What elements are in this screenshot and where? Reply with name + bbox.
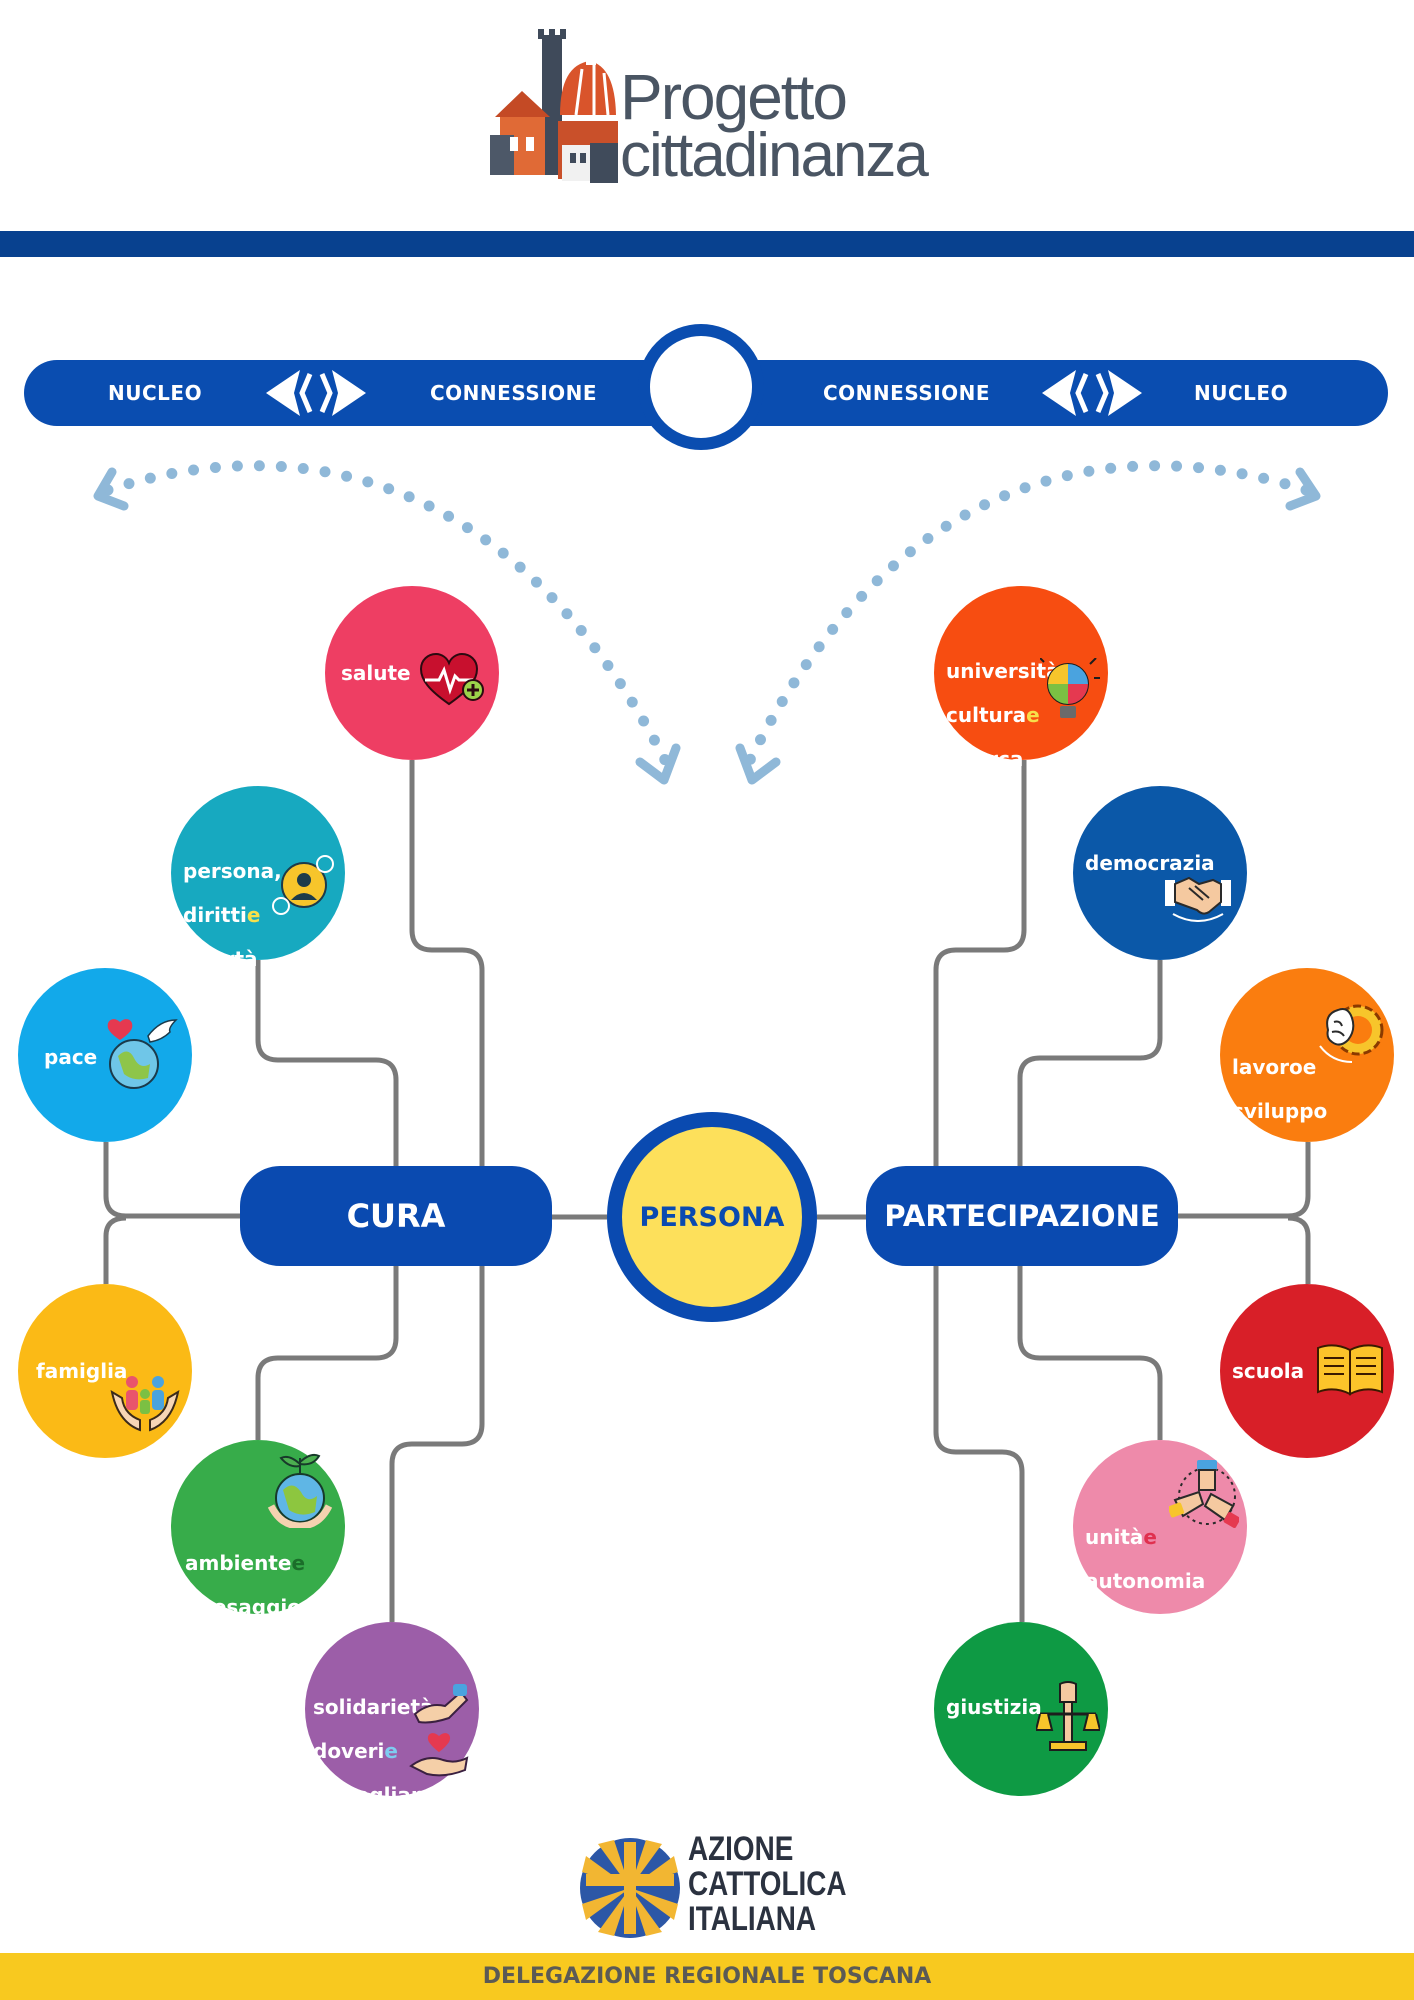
topic-unita-line1: unità (1085, 1525, 1144, 1549)
topic-democrazia-label: democrazia (1085, 851, 1215, 875)
topic-pace: pace (18, 968, 192, 1142)
line-giustizia (933, 1266, 1025, 1622)
arrow-head-right-bottom (735, 743, 781, 785)
topic-solidarieta-line1: solidarietà, (313, 1695, 442, 1719)
hub-partecipazione: PARTECIPAZIONE (866, 1166, 1178, 1266)
giving-hands-icon (409, 1684, 469, 1777)
topic-salute-label: salute (341, 661, 411, 685)
florence-skyline-icon (490, 29, 618, 183)
scales-fist-icon (1036, 1681, 1100, 1751)
topic-unita-line2: autonomia (1085, 1569, 1206, 1593)
topic-lavoro-line1: lavoro (1232, 1055, 1303, 1079)
dotted-arrow-right (744, 460, 1312, 766)
center-persona: PERSONA (607, 1112, 817, 1322)
hub-cura: CURA (240, 1166, 552, 1266)
topic-persona-diritti-liberta: persona, dirittie libertà (171, 786, 345, 970)
line-persona-diritti (255, 960, 399, 1166)
line-scuola (1287, 1215, 1311, 1284)
logo-word-cittadinanza: cittadinanza (620, 121, 929, 190)
topic-giustizia-label: giustizia (946, 1695, 1042, 1719)
globe-dove-icon (107, 1019, 178, 1089)
line-democrazia (1017, 960, 1163, 1166)
conjunction-e: e (1143, 1525, 1157, 1549)
aci-sunburst-cross-icon (580, 1838, 680, 1938)
conjunction-e: e (384, 1739, 398, 1763)
azione-cattolica-logo: AZIONE CATTOLICA ITALIANA (578, 1832, 848, 1942)
logo-word-progetto: Progetto (620, 61, 848, 133)
line-famiglia (103, 1215, 127, 1284)
topic-lavoro-sviluppo: lavoroe sviluppo (1220, 968, 1394, 1142)
topic-famiglia: famiglia (18, 1284, 192, 1458)
topic-unita-autonomia: unitàe autonomia (1073, 1440, 1247, 1614)
open-book-icon (1317, 1344, 1383, 1396)
topic-famiglia-label: famiglia (36, 1359, 128, 1383)
conjunction-e: e (1026, 703, 1040, 727)
aci-wordmark: AZIONE CATTOLICA ITALIANA (688, 1830, 847, 1938)
footer-delegation-text: DELEGAZIONE REGIONALE TOSCANA (482, 1964, 932, 1989)
topic-solidarieta-line3: uguaglianza (313, 1783, 451, 1807)
topic-scuola-label: scuola (1232, 1359, 1305, 1383)
topic-pace-label: pace (44, 1045, 98, 1069)
double-chevron-icon-right (1042, 370, 1142, 416)
brain-gear-icon (1319, 1004, 1384, 1063)
topic-ambiente-line2: paesaggio (185, 1595, 302, 1619)
nav-label-nucleo-right: NUCLEO (1194, 381, 1289, 405)
topic-ambiente-line1: ambiente (185, 1551, 292, 1575)
line-pace (103, 1142, 240, 1219)
handshake-icon (1165, 876, 1231, 922)
earth-plant-icon (267, 1453, 333, 1528)
topic-universita-cultura-ricerca: università, culturae ricerca (934, 586, 1108, 770)
topic-giustizia: giustizia (934, 1622, 1108, 1796)
topic-solidarieta-doveri-uguaglianza: solidarietà, doverie uguaglianza (305, 1622, 479, 1806)
nav-label-connessione-left: CONNESSIONE (430, 381, 598, 405)
progetto-cittadinanza-logo: Progetto cittadinanza (490, 25, 930, 205)
topic-persona-line3: libertà (183, 947, 258, 971)
nav-label-nucleo-left: NUCLEO (108, 381, 203, 405)
line-universita (933, 760, 1027, 1166)
header-divider-band (0, 231, 1414, 257)
conjunction-e: e (291, 1551, 306, 1575)
arrow-head-right-top (1285, 467, 1321, 511)
topic-persona-line2: diritti (183, 903, 247, 927)
topic-universita-line1: università, (946, 659, 1068, 683)
topic-lavoro-line2: sviluppo (1232, 1099, 1328, 1123)
puzzle-bulb-icon (1040, 658, 1100, 718)
arrow-head-left-top (93, 467, 129, 511)
topic-solidarieta-line2: doveri (313, 1739, 385, 1763)
topic-universita-line2: cultura (946, 703, 1027, 727)
topic-persona-line1: persona, (183, 859, 282, 883)
line-solidarieta (389, 1266, 485, 1622)
heart-pulse-icon (419, 652, 484, 706)
footer-band: DELEGAZIONE REGIONALE TOSCANA (0, 1953, 1414, 2000)
arrow-head-left-bottom (635, 743, 681, 785)
double-chevron-icon-left (266, 370, 366, 416)
topic-universita-line3: ricerca (946, 747, 1024, 771)
conjunction-e: e (1302, 1055, 1317, 1079)
topic-ambiente-paesaggio: ambientee paesaggio (171, 1440, 345, 1618)
line-lavoro (1178, 1142, 1311, 1219)
line-ambiente (255, 1266, 399, 1440)
nav-label-connessione-right: CONNESSIONE (823, 381, 991, 405)
topic-scuola: scuola (1220, 1284, 1394, 1458)
line-unita (1017, 1266, 1163, 1440)
people-cycle-icon (272, 855, 334, 915)
topic-democrazia: democrazia (1073, 786, 1247, 960)
topic-salute: salute (325, 586, 499, 760)
line-salute (409, 760, 485, 1166)
joined-hands-icon (1169, 1460, 1239, 1528)
nav-center-ring (638, 324, 764, 450)
family-hands-icon (110, 1376, 180, 1432)
conjunction-e: e (246, 903, 261, 927)
